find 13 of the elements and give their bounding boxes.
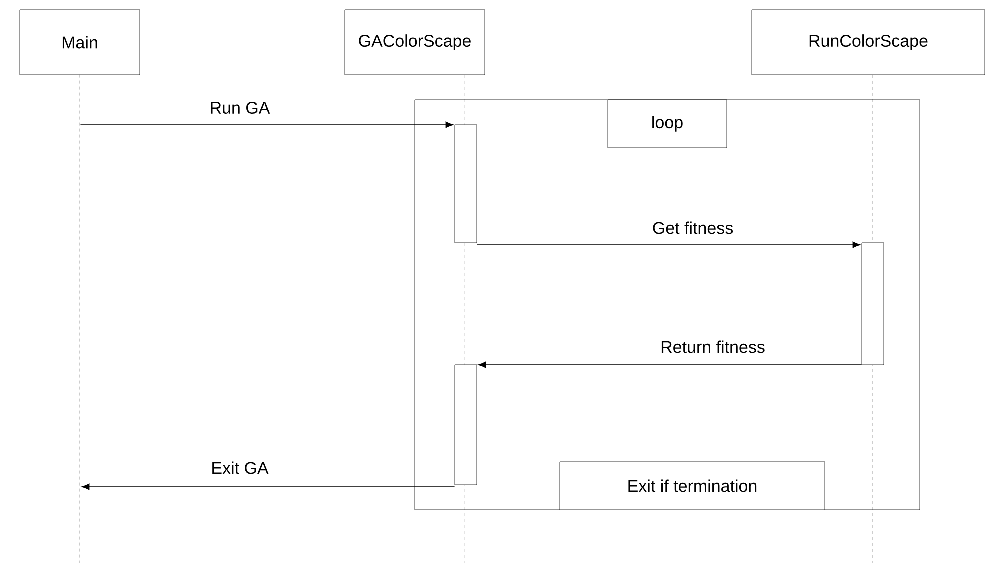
edge-label: Return fitness — [660, 340, 766, 354]
message-arrow — [478, 362, 862, 368]
edge-label: Run GA — [208, 100, 272, 116]
condition-box: loop — [608, 100, 728, 148]
message-arrow — [476, 242, 861, 248]
object-box: RunColorScape — [752, 10, 986, 76]
object-box: GAColorScape — [344, 10, 486, 76]
condition-box: Exit if termination — [560, 462, 826, 510]
object-box: Main — [20, 10, 140, 76]
edge-label: Exit GA — [210, 460, 270, 476]
message-arrow — [80, 122, 454, 128]
message-arrow — [82, 484, 456, 490]
edge-label: Get fitness — [651, 220, 735, 236]
